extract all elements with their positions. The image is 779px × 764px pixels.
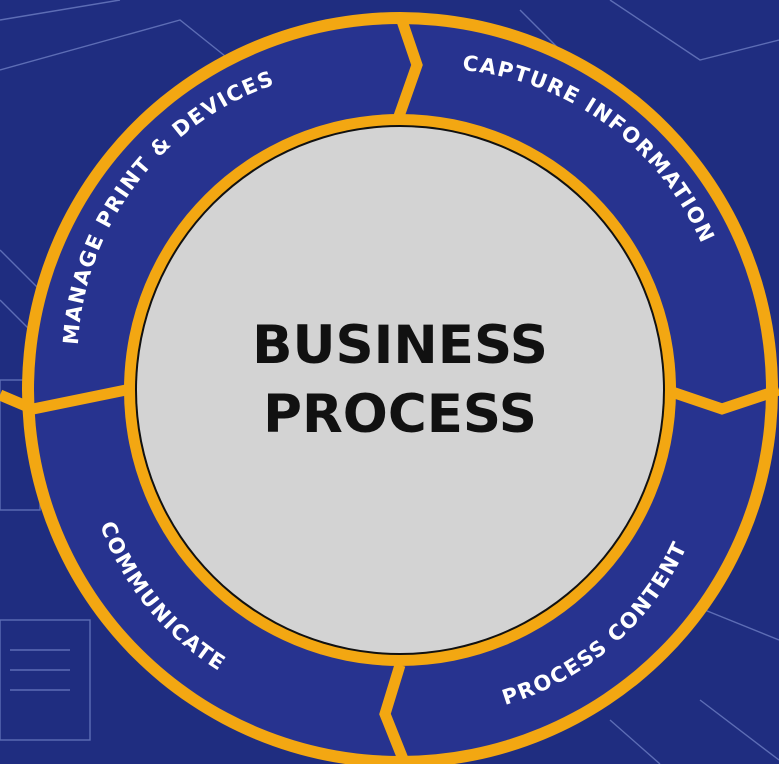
center-circle (137, 127, 663, 653)
divider-top (392, 13, 423, 121)
segment-dividers (0, 13, 779, 764)
divider-left (0, 384, 128, 415)
center-title-line-2: PROCESS (263, 384, 537, 445)
center-title-line-1: BUSINESS (252, 315, 548, 376)
sketch-shape (0, 619, 91, 741)
sketch-line (0, 0, 231, 71)
divider-bottom (379, 663, 411, 764)
divider-right (670, 384, 779, 415)
